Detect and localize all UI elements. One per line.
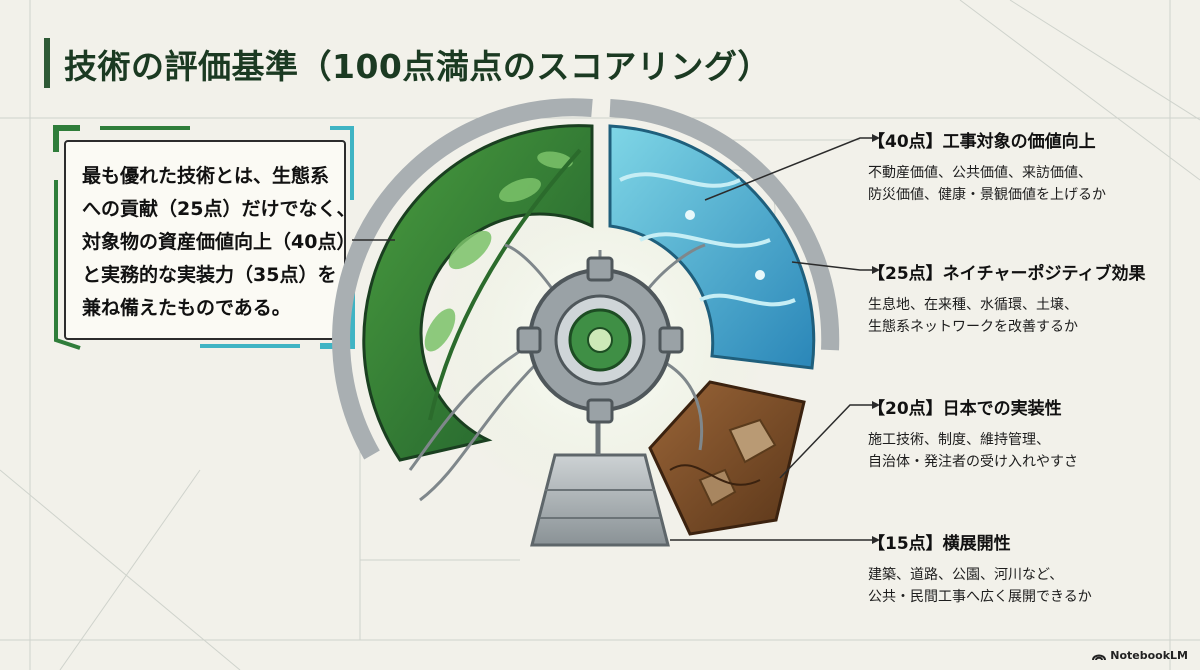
value-improvement-segment [608, 124, 816, 370]
page-title: 技術の評価基準（100点満点のスコアリング） [64, 47, 771, 86]
summary-line: への貢献（25点）だけでなく、 [82, 198, 356, 220]
water-wave-icon [619, 172, 796, 307]
criterion-description: 自治体・発注者の受け入れやすさ [868, 454, 1078, 470]
criterion-description: 建築、道路、公園、河川など、 [868, 567, 1064, 583]
summary-text: 最も優れた技術とは、生態系 への貢献（25点）だけでなく、 対象物の資産価値向上… [82, 160, 356, 325]
criterion-value-improvement: 【40点】工事対象の価値向上 不動産価値、公共価値、来訪価値、 防災価値、健康・… [868, 127, 1188, 206]
criterion-description: 生態系ネットワークを改善するか [868, 319, 1078, 335]
brand-name: NotebookLM [1110, 649, 1188, 662]
summary-line: 対象物の資産価値向上（40点） [82, 231, 356, 253]
criterion-description: 公共・民間工事へ広く展開できるか [868, 589, 1092, 605]
summary-line: 兼ね備えたものである。 [82, 297, 291, 319]
brand-footer: NotebookLM [1092, 649, 1188, 662]
notebooklm-logo-icon [1092, 654, 1107, 660]
soil-rock-icon [698, 418, 777, 507]
criterion-heading: 【15点】横展開性 [868, 534, 1011, 554]
gear-icon [516, 256, 684, 424]
summary-line: と実務的な実装力（35点）を [82, 264, 337, 286]
summary-box [64, 140, 346, 340]
title-accent-bar [44, 38, 50, 88]
criterion-description: 施工技術、制度、維持管理、 [868, 432, 1050, 448]
criterion-scalability: 【15点】横展開性 建築、道路、公園、河川など、 公共・民間工事へ広く展開できる… [868, 529, 1188, 608]
nature-positive-segment [362, 124, 594, 462]
summary-line: 最も優れた技術とは、生態系 [82, 165, 330, 187]
criterion-description: 防災価値、健康・景観価値を上げるか [868, 187, 1106, 203]
criterion-heading: 【40点】工事対象の価値向上 [868, 132, 1096, 152]
criterion-implementation: 【20点】日本での実装性 施工技術、制度、維持管理、 自治体・発注者の受け入れや… [868, 394, 1188, 473]
criterion-heading: 【25点】ネイチャーポジティブ効果 [868, 264, 1146, 284]
leaf-icon [424, 151, 573, 352]
pedestal-icon [530, 420, 670, 547]
criterion-nature-positive: 【25点】ネイチャーポジティブ効果 生息地、在来種、水循環、土壌、 生態系ネット… [868, 259, 1188, 338]
implementation-segment [648, 380, 806, 536]
criterion-description: 不動産価値、公共価値、来訪価値、 [868, 165, 1092, 181]
criterion-description: 生息地、在来種、水循環、土壌、 [868, 297, 1078, 313]
criterion-heading: 【20点】日本での実装性 [868, 399, 1062, 419]
